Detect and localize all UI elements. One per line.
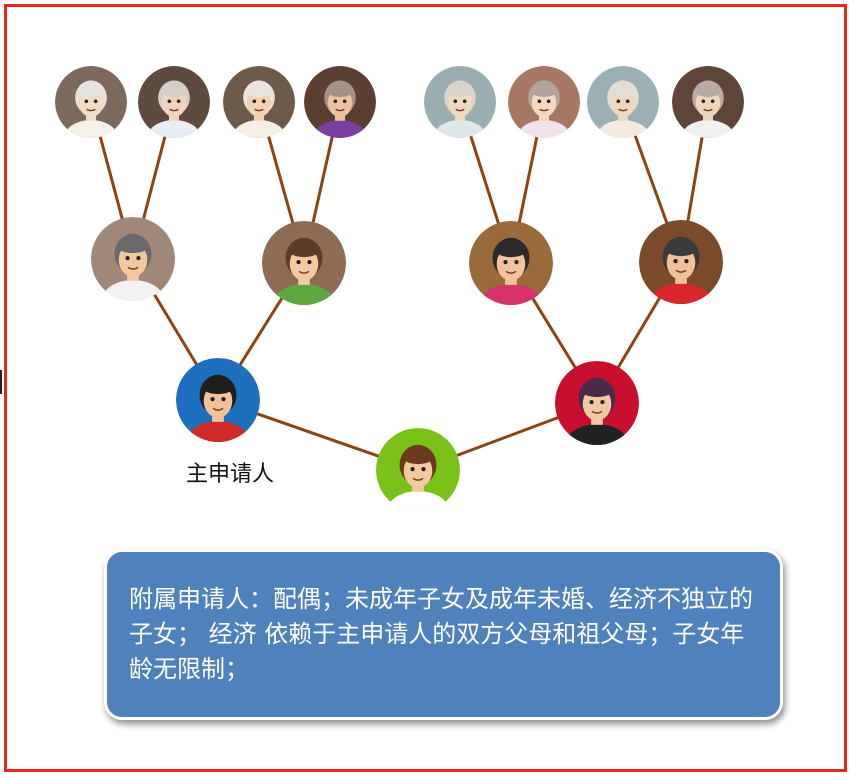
avatar-great-grandfather [424,66,496,138]
outer-frame [4,4,847,772]
avatar-main-applicant [176,358,260,442]
avatar-great-grandmother [138,66,210,138]
info-box: 附属申请人：配偶；未成年子女及成年未婚、经济不独立的子女； 经济 依赖于主申请人… [104,549,783,720]
main-applicant-label: 主申请人 [186,462,275,487]
avatar-great-grandmother [587,66,659,138]
avatar-great-grandmother [672,66,744,138]
avatar-spouse [555,361,639,445]
avatar-child [376,428,460,512]
avatar-great-grandmother [55,66,127,138]
avatar-great-grandmother [508,66,580,138]
avatar-great-grandmother [304,66,376,138]
tree-nodes [55,66,744,512]
avatar-grandfather [91,217,175,301]
avatar-great-grandfather [223,66,295,138]
avatar-grandmother [469,221,553,305]
edge-tick [0,370,2,394]
info-text: 附属申请人：配偶；未成年子女及成年未婚、经济不独立的子女； 经济 依赖于主申请人… [129,585,753,683]
avatar-grandmother [262,221,346,305]
avatar-grandfather [639,220,723,304]
